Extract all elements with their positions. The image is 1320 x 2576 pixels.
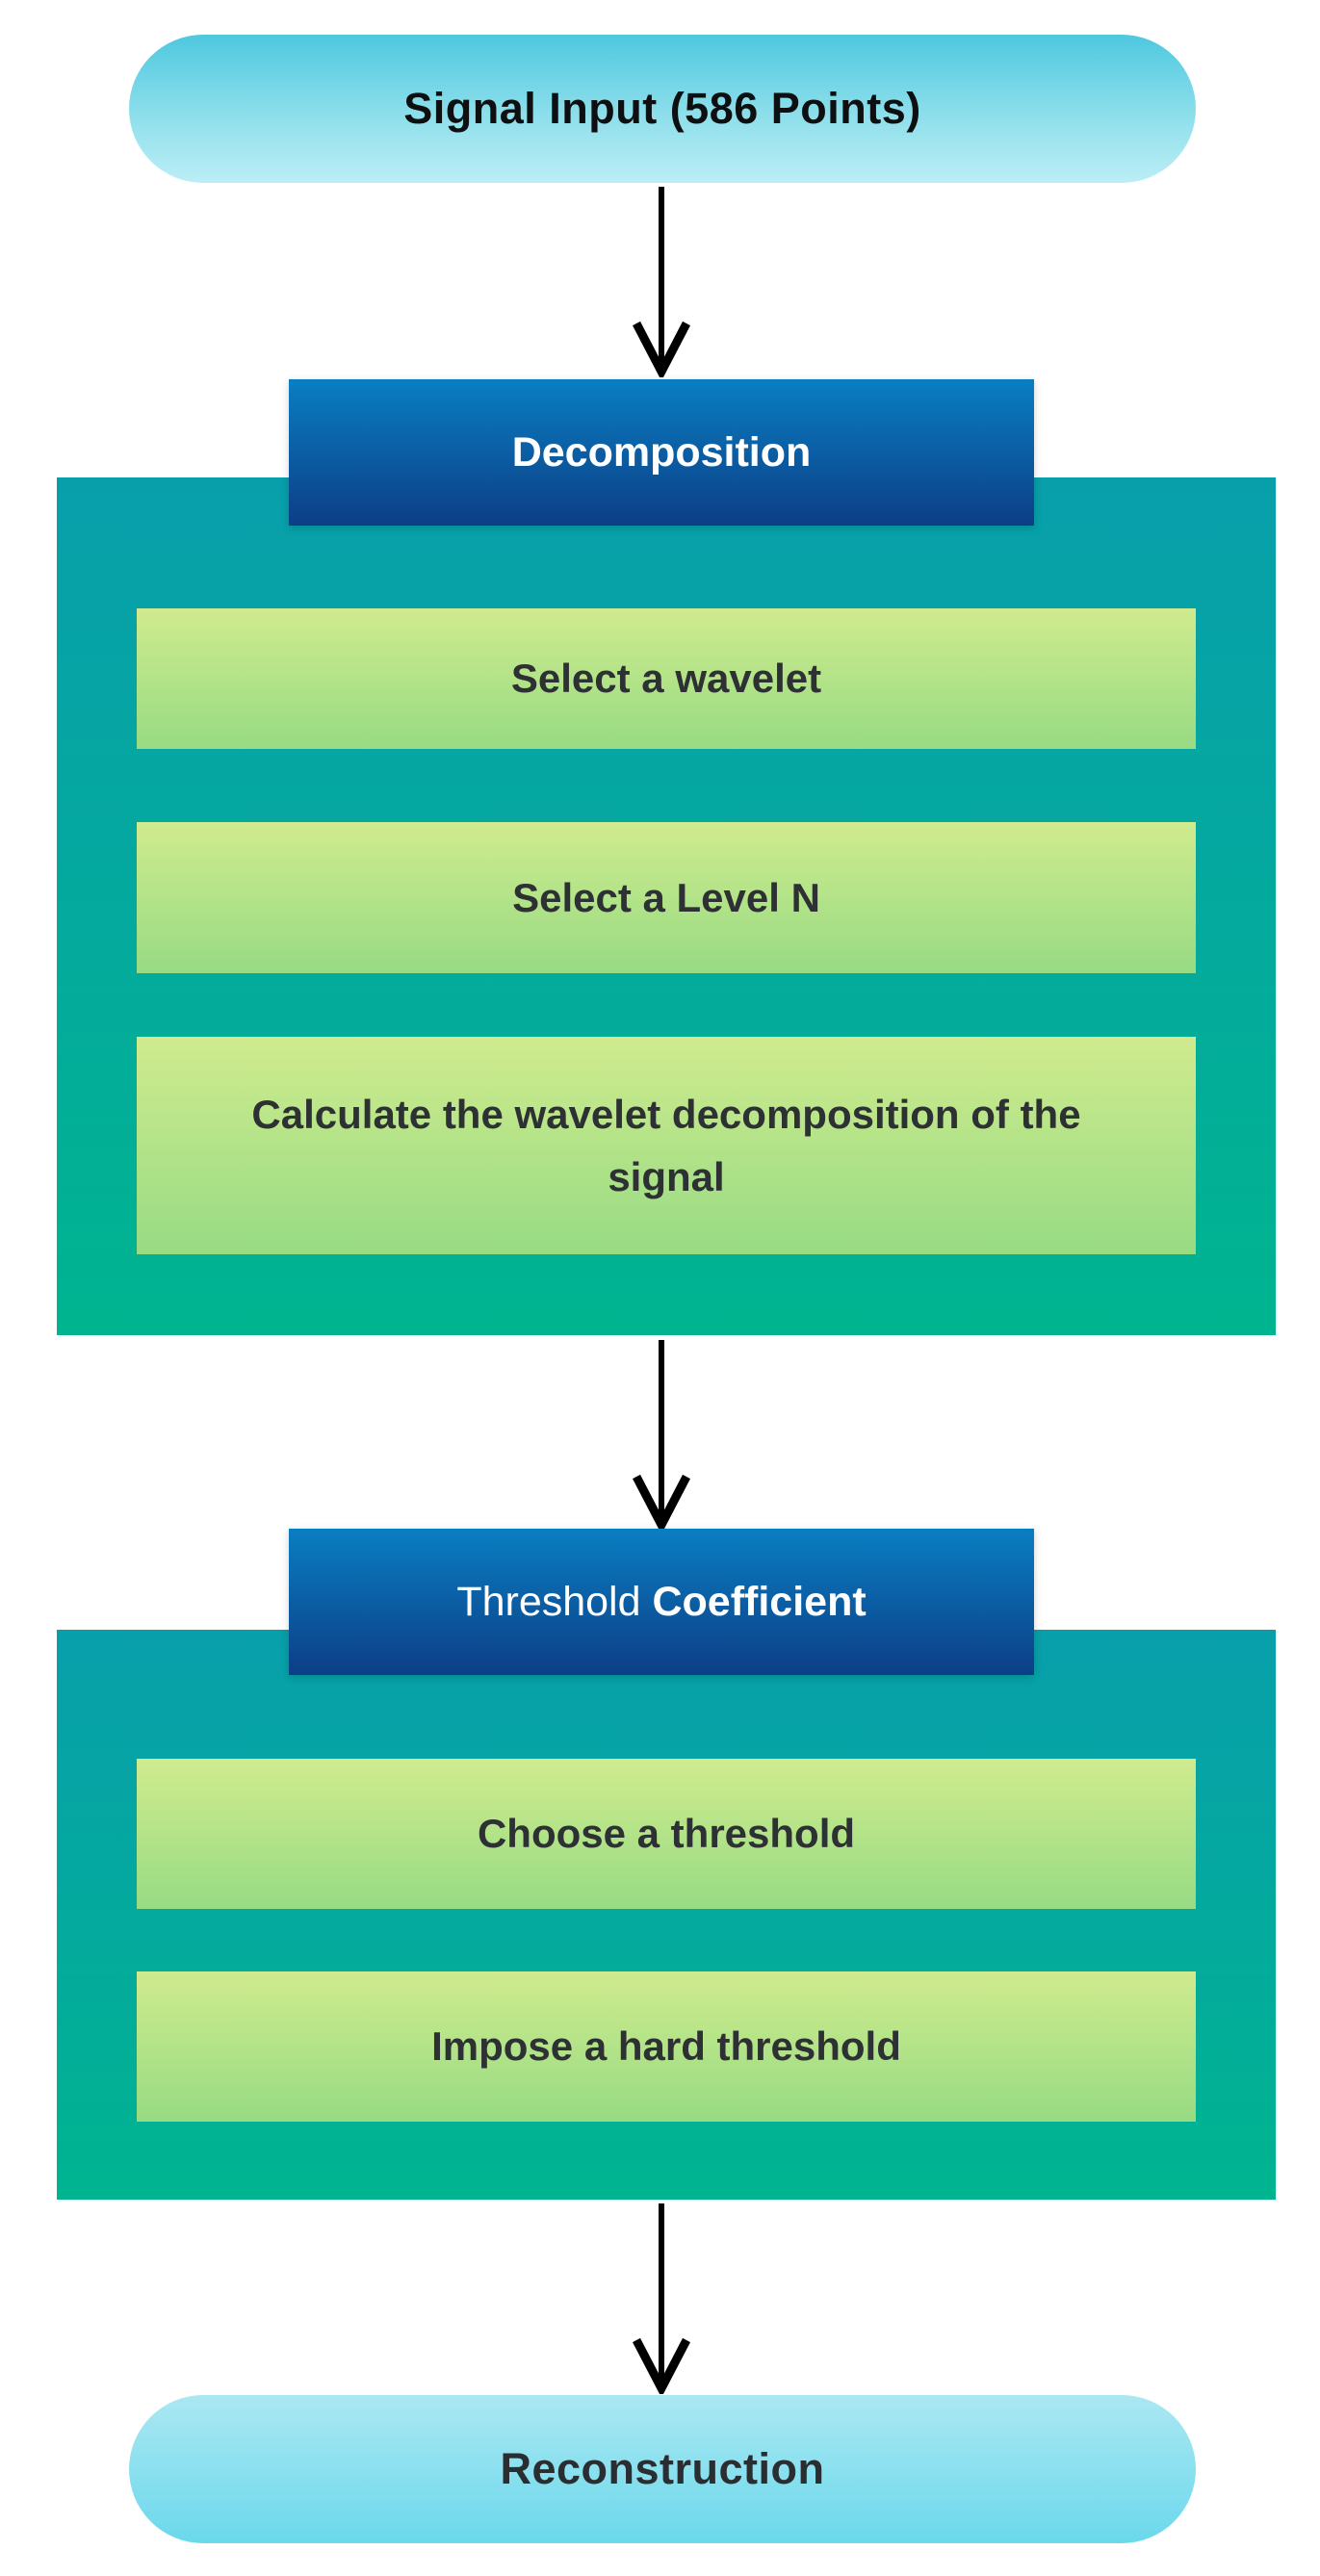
- section-container-threshold: Choose a threshold Impose a hard thresho…: [57, 1630, 1276, 2200]
- section-header-label: Threshold Coefficient: [456, 1579, 866, 1626]
- arrow-down-icon: [629, 1338, 694, 1531]
- start-node-label: Signal Input (586 Points): [403, 84, 921, 133]
- arrow-down-icon: [629, 2202, 694, 2394]
- step-choose-threshold: Choose a threshold: [137, 1759, 1196, 1909]
- section-container-decomposition: Select a wavelet Select a Level N Calcul…: [57, 477, 1276, 1335]
- header-label-regular: Threshold: [456, 1578, 653, 1625]
- arrow-down-icon: [629, 185, 694, 377]
- step-select-level: Select a Level N: [137, 822, 1196, 973]
- section-header-label: Decomposition: [512, 429, 812, 477]
- start-node-signal-input: Signal Input (586 Points): [129, 35, 1196, 183]
- step-label: Calculate the wavelet decomposition of t…: [251, 1091, 1081, 1199]
- end-node-reconstruction: Reconstruction: [129, 2395, 1196, 2543]
- step-label: Select a wavelet: [510, 656, 822, 702]
- step-label: Select a Level N: [512, 874, 820, 920]
- step-calculate-decomposition: Calculate the wavelet decomposition of t…: [137, 1037, 1196, 1254]
- step-label: Impose a hard threshold: [431, 2023, 901, 2070]
- section-header-threshold-coefficient: Threshold Coefficient: [289, 1529, 1034, 1675]
- section-header-decomposition: Decomposition: [289, 379, 1034, 526]
- header-label-bold: Decomposition: [511, 428, 812, 476]
- step-select-wavelet: Select a wavelet: [137, 608, 1196, 749]
- end-node-label: Reconstruction: [500, 2444, 825, 2493]
- step-impose-hard-threshold: Impose a hard threshold: [137, 1971, 1196, 2122]
- step-label: Choose a threshold: [477, 1811, 856, 1857]
- header-label-bold: Coefficient: [652, 1578, 867, 1625]
